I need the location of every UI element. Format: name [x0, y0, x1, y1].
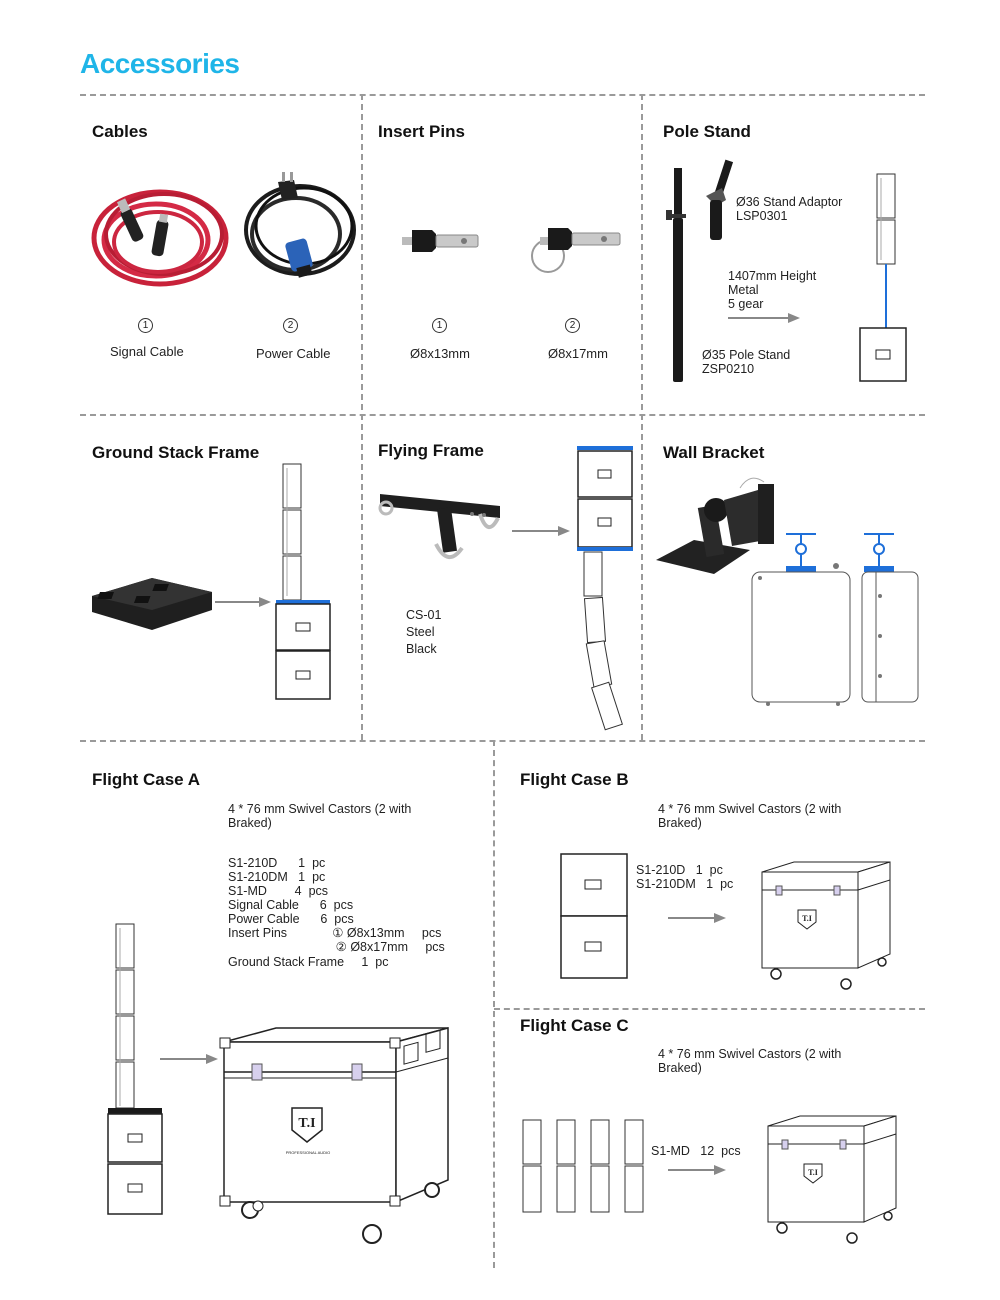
pin-short-label: Ø8x13mm	[410, 346, 470, 361]
insert-pin-long-image	[531, 228, 621, 273]
item-number: 2	[565, 318, 580, 333]
section-title-cables: Cables	[92, 122, 148, 141]
castor-info-2: Braked)	[658, 816, 702, 830]
contents-line: Signal Cable 6 pcs	[228, 898, 354, 912]
insert-pin-short-image	[402, 230, 479, 252]
flight-case-c-image: T.I	[767, 1115, 897, 1244]
wall-bracket-image	[656, 477, 774, 574]
contents-line: Insert Pins ① Ø8x13mm pcs	[228, 926, 442, 940]
flying-frame-image	[378, 494, 500, 559]
signal-cable-image	[91, 189, 229, 287]
pole-code: ZSP0210	[702, 362, 755, 376]
signal-cable-label: Signal Cable	[110, 344, 184, 359]
arrow-icon	[160, 1054, 218, 1064]
pole-height: 1407mm Height	[728, 269, 817, 283]
contents-line: S1-MD 12 pcs	[651, 1144, 741, 1158]
castor-info-2: Braked)	[658, 1061, 702, 1075]
castor-info-2: Braked)	[228, 816, 272, 830]
section-title-flight-case-b: Flight Case B	[520, 770, 629, 789]
pole-material: Metal	[728, 283, 759, 297]
divider	[494, 1008, 925, 1010]
stand-adaptor-image	[706, 159, 734, 240]
castor-info: 4 * 76 mm Swivel Castors (2 with	[658, 802, 842, 816]
divider	[641, 94, 643, 740]
section-title-flight-case-c: Flight Case C	[520, 1016, 629, 1035]
pole-stand-image	[666, 168, 686, 382]
contents-line: S1-210DM 1 pc	[228, 870, 326, 884]
section-title-ground-stack-frame: Ground Stack Frame	[92, 443, 260, 462]
pole-name: Ø35 Pole Stand	[702, 348, 791, 362]
divider	[80, 414, 925, 416]
section-title-insert-pins: Insert Pins	[378, 122, 465, 141]
contents-line: S1-210D 1 pc	[228, 856, 326, 870]
pin-long-label: Ø8x17mm	[548, 346, 608, 361]
item-number: 2	[283, 318, 298, 333]
flight-case-a-image: T.I PROFESSIONAL AUDIO	[219, 1027, 449, 1244]
case-logo: T.I	[298, 1116, 315, 1131]
arrow-icon	[512, 526, 570, 536]
contents-line: Ground Stack Frame 1 pc	[228, 955, 389, 969]
arrow-icon	[668, 913, 726, 923]
divider	[80, 740, 925, 742]
flying-array-diagram	[577, 446, 633, 731]
section-title-flying-frame: Flying Frame	[378, 441, 484, 460]
divider	[493, 740, 495, 1268]
section-title-flight-case-a: Flight Case A	[92, 770, 200, 789]
flying-frame-color: Black	[406, 642, 437, 656]
ground-stack-diagram	[275, 463, 331, 700]
divider	[80, 94, 925, 96]
contents-line: S1-210DM 1 pc	[636, 877, 734, 891]
arrow-icon	[728, 313, 800, 323]
flying-frame-model: CS-01	[406, 608, 442, 622]
castor-info: 4 * 76 mm Swivel Castors (2 with	[658, 1047, 842, 1061]
ground-stack-frame-image	[92, 578, 212, 630]
divider	[361, 94, 363, 740]
contents-line: S1-MD 4 pcs	[228, 884, 329, 898]
case-a-stack-diagram	[107, 923, 163, 1215]
case-logo: T.I	[808, 1168, 818, 1177]
flying-frame-material: Steel	[406, 625, 435, 639]
power-cable-image	[244, 172, 356, 278]
page-title: Accessories	[80, 48, 240, 79]
flight-case-b-image: T.I	[761, 861, 891, 990]
adaptor-code: LSP0301	[736, 209, 788, 223]
power-cable-label: Power Cable	[256, 346, 331, 361]
case-brand: PROFESSIONAL AUDIO	[286, 1150, 331, 1155]
wall-bracket-diagram	[751, 533, 919, 706]
arrow-icon	[215, 597, 271, 607]
item-number: 1	[138, 318, 153, 333]
arrow-icon	[668, 1165, 726, 1175]
pole-stand-diagram	[859, 173, 907, 382]
section-title-wall-bracket: Wall Bracket	[663, 443, 765, 462]
case-c-modules-diagram	[522, 1119, 644, 1213]
castor-info: 4 * 76 mm Swivel Castors (2 with	[228, 802, 412, 816]
contents-line: ② Ø8x17mm pcs	[228, 940, 445, 954]
pole-gear: 5 gear	[728, 297, 764, 311]
item-number: 1	[432, 318, 447, 333]
section-title-pole-stand: Pole Stand	[663, 122, 751, 141]
adaptor-name: Ø36 Stand Adaptor	[736, 195, 843, 209]
case-logo: T.I	[802, 914, 812, 923]
case-b-speaker-diagram	[560, 853, 628, 979]
contents-line: S1-210D 1 pc	[636, 863, 723, 877]
contents-line: Power Cable 6 pcs	[228, 912, 354, 926]
